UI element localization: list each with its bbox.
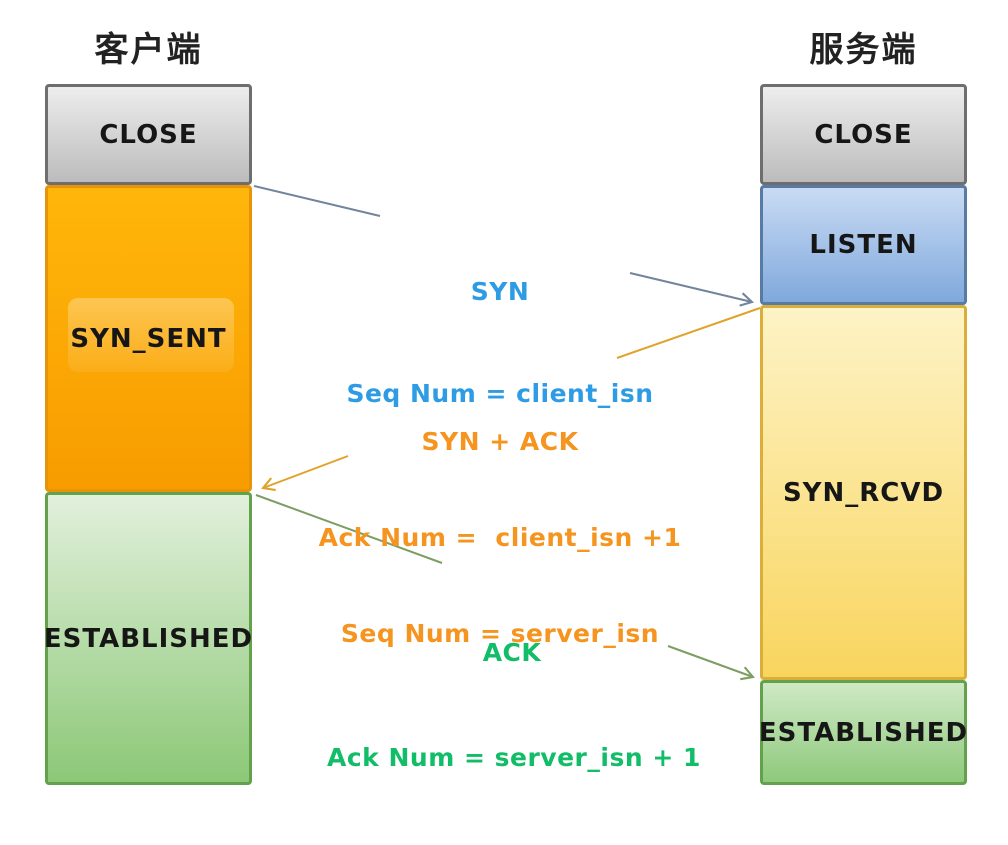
syn-ack-message-line-2: Ack Num = client_isn +1 (318, 523, 682, 552)
server-state-established: ESTABLISHED (758, 680, 969, 785)
client-state-syn-sent-label: SYN_SENT (70, 323, 227, 354)
syn-message-line-1: SYN (470, 277, 530, 306)
server-column-title: 服务端 (809, 30, 918, 70)
server-state-listen-label: LISTEN (809, 230, 918, 260)
server-state-close-label: CLOSE (814, 119, 913, 150)
client-column-title: 客户端 (94, 30, 203, 70)
server-state-established-label: ESTABLISHED (758, 717, 969, 748)
syn-message-line-2: Seq Num = client_isn (346, 379, 654, 408)
ack-message-line-2: Ack Num = server_isn + 1 (327, 743, 701, 772)
server-state-listen: LISTEN (760, 185, 967, 305)
syn-message-label: SYN Seq Num = client_isn (330, 207, 670, 479)
server-state-syn-rcvd-label: SYN_RCVD (782, 477, 945, 508)
syn-ack-message-line-3: Seq Num = server_isn (340, 619, 660, 648)
syn-sent-highlight-panel (68, 298, 234, 372)
server-state-syn-rcvd: SYN_RCVD (760, 305, 967, 680)
client-state-close-label: CLOSE (99, 119, 198, 150)
client-state-close: CLOSE (45, 84, 252, 185)
tcp-handshake-diagram: 客户端 服务端 CLOSE SYN_SENT ESTABLISHED CLOSE… (43, 30, 969, 785)
ack-message-line-1: ACK (482, 638, 542, 667)
server-state-close: CLOSE (760, 84, 967, 185)
syn-ack-message-line-1: SYN + ACK (421, 427, 579, 456)
ack-message-label: ACK Ack Num = server_isn + 1 (327, 565, 701, 845)
client-state-established: ESTABLISHED (43, 492, 254, 785)
client-state-syn-sent: SYN_SENT (45, 185, 252, 492)
syn-ack-message-label: SYN + ACK Ack Num = client_isn +1 Seq Nu… (305, 362, 695, 714)
client-state-established-label: ESTABLISHED (43, 623, 254, 654)
